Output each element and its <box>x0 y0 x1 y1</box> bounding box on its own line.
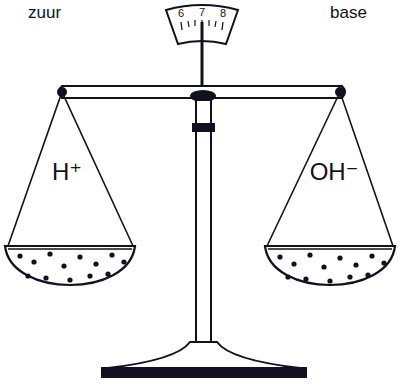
pan-rim <box>268 248 392 250</box>
ion-dot <box>369 253 374 258</box>
scale-number: 6 <box>178 8 184 19</box>
ion-dot <box>67 277 72 282</box>
ion-dot <box>105 271 110 276</box>
pan-rim <box>8 248 132 250</box>
ion-dot <box>291 261 296 266</box>
needle <box>201 22 204 90</box>
ion-label: H⁺ <box>52 160 82 184</box>
ion-dot <box>277 254 282 259</box>
ion-dot <box>327 278 332 283</box>
stand-base <box>108 342 300 368</box>
ion-dot <box>365 272 370 277</box>
column-band <box>193 124 214 131</box>
pan-outline <box>262 86 398 306</box>
pan-strings <box>267 92 393 246</box>
ion-dot <box>303 276 308 281</box>
ion-dot <box>93 261 98 266</box>
ion-dot <box>337 255 342 260</box>
scale-number: 8 <box>220 8 226 19</box>
ion-dot <box>17 253 22 258</box>
ion-dot <box>307 252 312 257</box>
stand-foot <box>102 368 306 377</box>
ion-label: OH⁻ <box>310 160 359 184</box>
ion-dot <box>109 252 114 257</box>
ion-dot <box>43 275 48 280</box>
ion-dot <box>31 259 36 264</box>
ion-dot <box>47 251 52 256</box>
scale-number: 7 <box>199 7 205 18</box>
ion-dot <box>121 259 126 264</box>
pan-strings <box>8 92 133 246</box>
column <box>196 100 211 342</box>
ion-dot <box>285 274 290 279</box>
side-label: zuur <box>28 4 61 21</box>
pan-outline <box>0 86 140 306</box>
pan-bowl <box>265 246 395 285</box>
ion-dot <box>321 264 326 269</box>
ion-dot <box>381 260 386 265</box>
side-label: base <box>330 4 367 21</box>
pan-bowl <box>5 246 135 285</box>
ion-dot <box>61 263 66 268</box>
balance-pan: OH⁻ <box>262 86 398 306</box>
ion-dot <box>77 254 82 259</box>
ion-dot <box>25 273 30 278</box>
ion-dot <box>87 273 92 278</box>
ion-dot <box>353 262 358 267</box>
ion-dot <box>347 274 352 279</box>
balance-pan: H⁺ <box>0 86 140 306</box>
